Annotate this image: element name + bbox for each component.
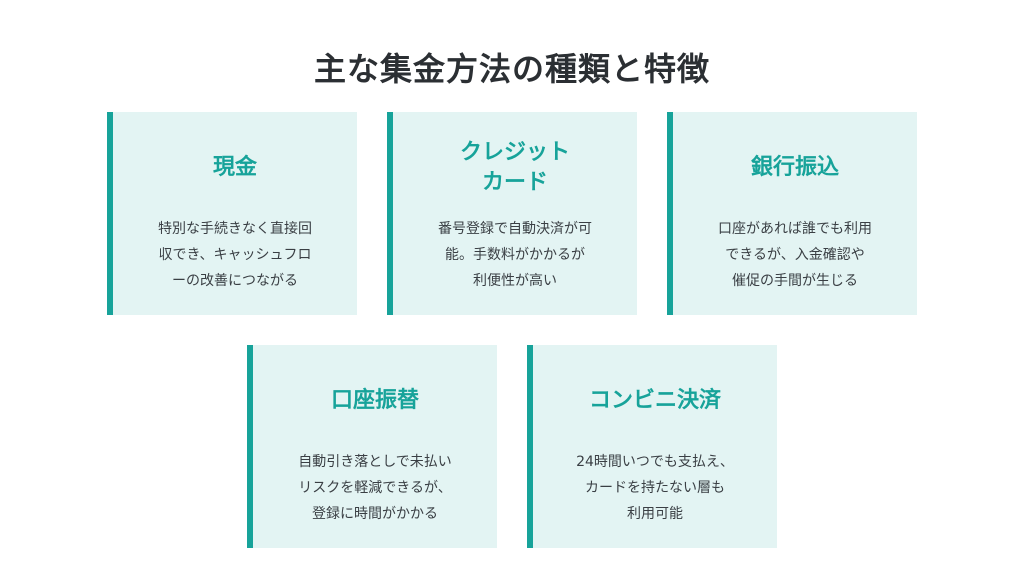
card-direct-debit: 口座振替 自動引き落としで未払い リスクを軽減できるが、 登録に時間がかかる — [247, 345, 497, 548]
card-cash: 現金 特別な手続きなく直接回 収でき、キャッシュフロ ーの改善につながる — [107, 112, 357, 315]
card-title: クレジット カード — [459, 140, 570, 195]
card-description: 自動引き落としで未払い リスクを軽減できるが、 登録に時間がかかる — [298, 454, 452, 522]
page-title: 主な集金方法の種類と特徴 — [313, 50, 710, 88]
card-title: 口座振替 — [330, 388, 419, 413]
card-title: コンビニ決済 — [588, 388, 721, 413]
card-description: 口座があれば誰でも利用 できるが、入金確認や 催促の手間が生じる — [718, 221, 872, 289]
card-title: 現金 — [212, 155, 257, 180]
card-description: 番号登録で自動決済が可 能。手数料がかかるが 利便性が高い — [438, 221, 592, 289]
card-title: 銀行振込 — [750, 155, 839, 180]
card-convenience-store-payment: コンビニ決済 24時間いつでも支払え、 カードを持たない層も 利用可能 — [527, 345, 777, 548]
card-description: 24時間いつでも支払え、 カードを持たない層も 利用可能 — [576, 454, 734, 522]
card-credit-card: クレジット カード 番号登録で自動決済が可 能。手数料がかかるが 利便性が高い — [387, 112, 637, 315]
card-description: 特別な手続きなく直接回 収でき、キャッシュフロ ーの改善につながる — [158, 221, 312, 289]
card-bank-transfer: 銀行振込 口座があれば誰でも利用 できるが、入金確認や 催促の手間が生じる — [667, 112, 917, 315]
